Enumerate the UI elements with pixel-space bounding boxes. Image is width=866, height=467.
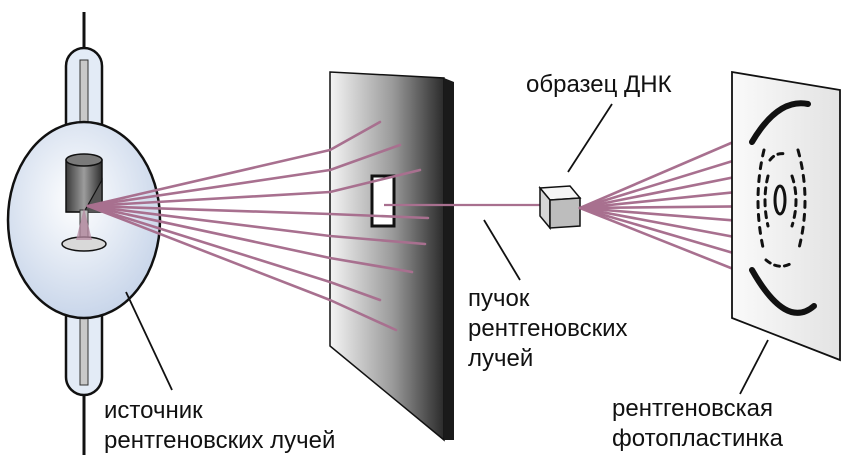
leader-lines bbox=[125, 103, 769, 395]
diffracted-ray bbox=[578, 132, 754, 210]
ray bbox=[328, 143, 402, 172]
label-line: источник bbox=[104, 397, 203, 424]
ray bbox=[328, 212, 430, 220]
ray bbox=[86, 204, 332, 302]
anode bbox=[61, 208, 107, 252]
plate-surface bbox=[731, 70, 841, 362]
shield-slit bbox=[370, 174, 396, 228]
source-rays bbox=[86, 148, 332, 302]
label-line: пучок bbox=[468, 285, 530, 312]
ray bbox=[86, 204, 332, 284]
lead-shield bbox=[329, 71, 454, 442]
label-line: образец ДНК bbox=[526, 71, 672, 98]
diffraction-pattern bbox=[749, 100, 817, 316]
x-ray-tube bbox=[6, 12, 162, 455]
ray bbox=[86, 204, 332, 238]
ray bbox=[86, 204, 332, 216]
label-line: рентгеновских лучей bbox=[104, 427, 336, 454]
label-x-ray-source: источник рентгеновских лучей bbox=[104, 396, 335, 456]
label-line: рентгеновская bbox=[612, 395, 773, 422]
rays-on-shield bbox=[328, 120, 430, 332]
ray bbox=[328, 120, 382, 152]
ray bbox=[86, 190, 332, 208]
ray bbox=[328, 280, 382, 302]
label-x-ray-beam: пучок рентгеновских лучей bbox=[468, 284, 628, 374]
dna-sample bbox=[538, 185, 582, 231]
ray bbox=[86, 204, 332, 260]
leader-plate bbox=[739, 339, 769, 395]
label-line: лучей bbox=[468, 345, 534, 372]
leader-sample bbox=[567, 103, 613, 173]
leader-beam bbox=[483, 219, 521, 281]
label-photographic-plate: рентгеновская фотопластинка bbox=[612, 394, 783, 454]
leader-source bbox=[125, 291, 173, 391]
ray bbox=[328, 234, 427, 246]
ray bbox=[328, 256, 414, 274]
shield-face bbox=[329, 71, 445, 442]
ray bbox=[86, 168, 332, 208]
label-line: фотопластинка bbox=[612, 425, 784, 452]
label-dna-sample: образец ДНК bbox=[526, 70, 672, 100]
photographic-plate bbox=[731, 70, 841, 362]
ray bbox=[328, 168, 422, 194]
ray bbox=[86, 148, 332, 208]
label-line: рентгеновских bbox=[468, 315, 628, 342]
diffracted-ray bbox=[578, 206, 758, 280]
ray bbox=[328, 298, 398, 332]
